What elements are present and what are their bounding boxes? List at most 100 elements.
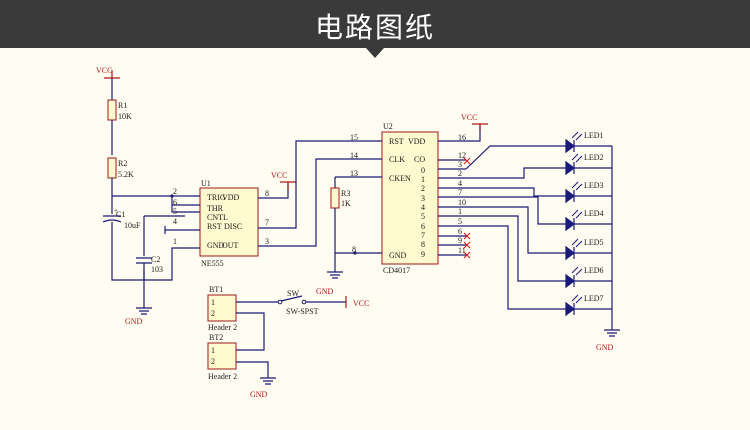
switch-sw: SW SW-SPST xyxy=(277,289,319,316)
svg-text:C2: C2 xyxy=(151,255,160,264)
svg-text:6: 6 xyxy=(421,222,425,231)
svg-text:TRIG: TRIG xyxy=(207,193,226,202)
led-3: LED3 xyxy=(560,181,612,204)
svg-text:OUT: OUT xyxy=(222,241,239,250)
svg-text:U2: U2 xyxy=(383,122,393,131)
vcc-u2: VCC xyxy=(461,113,488,131)
gnd-leds: GND xyxy=(596,329,620,352)
led-label: LED7 xyxy=(584,294,604,303)
svg-text:5: 5 xyxy=(173,207,177,216)
svg-text:BT1: BT1 xyxy=(209,285,223,294)
vcc-u1: VCC xyxy=(271,171,296,190)
svg-text:+: + xyxy=(114,207,118,215)
led-label: LED3 xyxy=(584,181,604,190)
svg-text:5: 5 xyxy=(421,212,425,221)
u2-output-pins: 12 3 2 4 7 10 1 5 6 9 11 xyxy=(438,145,560,259)
svg-text:1: 1 xyxy=(211,346,215,355)
led-7: LED7 xyxy=(560,294,612,317)
svg-text:VCC: VCC xyxy=(353,299,369,308)
svg-text:1: 1 xyxy=(173,237,177,246)
resistor-r1 xyxy=(107,99,117,121)
svg-text:VCC: VCC xyxy=(96,66,112,75)
svg-text:10K: 10K xyxy=(118,112,132,121)
led-label: LED4 xyxy=(584,209,604,218)
led-6: LED6 xyxy=(560,266,612,289)
svg-text:GND: GND xyxy=(316,287,334,296)
vcc-left: VCC xyxy=(96,66,120,79)
svg-text:CLK: CLK xyxy=(389,155,405,164)
cd4017-chip: U2 CD4017 RST VDD CLK CO CKEN GND 0 1 2 … xyxy=(381,122,439,275)
svg-text:2: 2 xyxy=(421,184,425,193)
led-5: LED5 xyxy=(560,238,612,261)
svg-text:Header 2: Header 2 xyxy=(208,323,237,332)
svg-text:Header 2: Header 2 xyxy=(208,372,237,381)
svg-text:GND: GND xyxy=(207,241,225,250)
header-bt1: BT1 1 2 Header 2 xyxy=(207,285,237,332)
svg-text:103: 103 xyxy=(151,265,163,274)
title-banner: 电路图纸 xyxy=(0,0,750,48)
svg-text:5.2K: 5.2K xyxy=(118,170,134,179)
svg-text:GND: GND xyxy=(596,343,614,352)
svg-text:SW-SPST: SW-SPST xyxy=(286,307,319,316)
svg-text:10uF: 10uF xyxy=(124,221,141,230)
svg-text:RST: RST xyxy=(207,222,222,231)
header-bt2: BT2 1 2 Header 2 xyxy=(207,333,237,381)
capacitor-c1: C1 10uF + xyxy=(102,207,141,230)
svg-text:2: 2 xyxy=(173,187,177,196)
svg-text:1: 1 xyxy=(458,207,462,216)
gnd-battery: GND xyxy=(250,377,276,399)
led-1: LED1 xyxy=(560,131,612,154)
led-2: LED2 xyxy=(560,153,612,176)
capacitor-c2: C2 103 xyxy=(136,255,163,274)
svg-text:8: 8 xyxy=(421,240,425,249)
svg-text:14: 14 xyxy=(350,151,358,160)
svg-text:0: 0 xyxy=(421,166,425,175)
led-label: LED1 xyxy=(584,131,604,140)
svg-text:3: 3 xyxy=(421,194,425,203)
gnd-left: GND xyxy=(125,304,152,326)
svg-text:8: 8 xyxy=(352,245,356,254)
svg-text:CD4017: CD4017 xyxy=(383,266,410,275)
svg-text:6: 6 xyxy=(458,227,462,236)
svg-text:4: 4 xyxy=(458,179,462,188)
svg-text:GND: GND xyxy=(125,317,143,326)
svg-text:VCC: VCC xyxy=(271,171,287,180)
svg-text:7: 7 xyxy=(421,231,425,240)
svg-text:5: 5 xyxy=(458,217,462,226)
svg-text:CNTL: CNTL xyxy=(207,213,228,222)
svg-text:SW: SW xyxy=(287,289,299,298)
svg-text:12: 12 xyxy=(458,151,466,160)
resistor-r3 xyxy=(330,187,340,209)
svg-text:1: 1 xyxy=(421,175,425,184)
svg-text:2: 2 xyxy=(458,169,462,178)
svg-text:4: 4 xyxy=(173,217,177,226)
svg-text:9: 9 xyxy=(421,250,425,259)
svg-text:R2: R2 xyxy=(118,159,127,168)
svg-text:15: 15 xyxy=(350,133,358,142)
svg-text:GND: GND xyxy=(389,251,407,260)
svg-text:13: 13 xyxy=(350,169,358,178)
ne555-chip: U1 NE555 TRIG THR CNTL RST GND VDD DISC … xyxy=(173,179,269,268)
svg-text:3: 3 xyxy=(265,237,269,246)
svg-text:GND: GND xyxy=(250,390,268,399)
svg-text:16: 16 xyxy=(458,133,466,142)
svg-text:11: 11 xyxy=(458,246,466,255)
led-4: LED4 xyxy=(560,209,612,232)
svg-text:1: 1 xyxy=(211,298,215,307)
svg-text:7: 7 xyxy=(265,218,269,227)
svg-text:10: 10 xyxy=(458,198,466,207)
svg-text:VCC: VCC xyxy=(461,113,477,122)
svg-text:2: 2 xyxy=(211,357,215,366)
svg-text:1K: 1K xyxy=(341,199,351,208)
svg-text:7: 7 xyxy=(458,188,462,197)
led-label: LED5 xyxy=(584,238,604,247)
svg-text:VDD: VDD xyxy=(222,193,240,202)
vcc-switch: VCC xyxy=(345,296,369,308)
page-title: 电路图纸 xyxy=(314,11,435,44)
svg-text:VDD: VDD xyxy=(408,137,426,146)
svg-text:BT2: BT2 xyxy=(209,333,223,342)
resistor-r2 xyxy=(107,157,117,179)
svg-text:C1: C1 xyxy=(116,210,125,219)
